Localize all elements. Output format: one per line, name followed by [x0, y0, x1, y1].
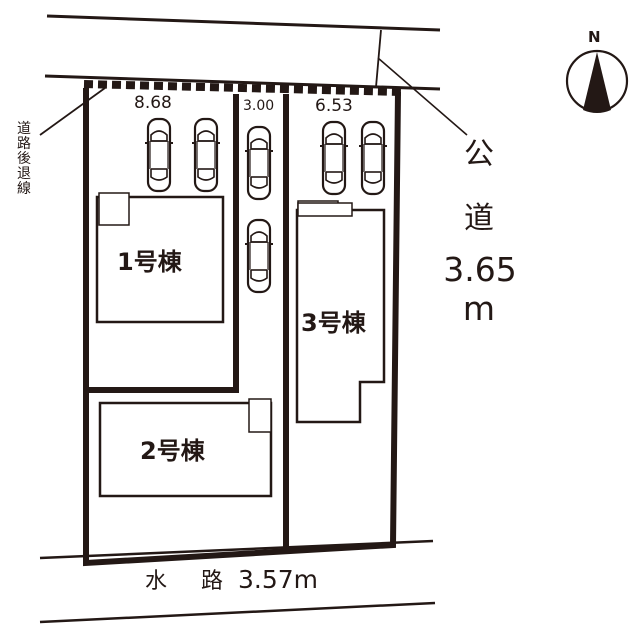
car-icon [143, 117, 175, 193]
public-road-unit: m [462, 289, 496, 328]
road-far-edge [46, 14, 441, 32]
waterway-far-edge [39, 601, 436, 624]
setback-label: 道路後退線 [17, 121, 31, 197]
car-icon [190, 117, 222, 193]
lot1-frontage: 8.68 [134, 93, 172, 113]
car-icon [318, 120, 350, 196]
public-road-leader [377, 57, 468, 136]
building2-outline [98, 401, 273, 498]
building2-label: 2号棟 [140, 437, 205, 465]
waterway-char1: 水 [145, 569, 168, 594]
site-boundary [83, 88, 401, 567]
road-near-edge [44, 74, 441, 91]
public-road-width: 3.65 [443, 250, 517, 289]
waterway-width: 3.57m [238, 565, 319, 594]
car-icon [357, 120, 389, 196]
building3-outline [295, 208, 386, 424]
setback-line [83, 80, 403, 96]
building1-label: 1号棟 [117, 248, 182, 276]
north-arrow-icon [565, 49, 629, 113]
north-label: N [588, 28, 601, 46]
car-icon [243, 218, 275, 294]
building3-label: 3号棟 [301, 309, 366, 337]
car-icon [243, 125, 275, 201]
waterway-char2: 路 [201, 569, 224, 594]
public-road-char2: 道 [464, 201, 494, 236]
lot3-frontage: 6.53 [315, 96, 353, 116]
lot-mid-frontage: 3.00 [243, 98, 275, 114]
waterway-near-edge [39, 539, 434, 560]
lot1-boundary [89, 94, 239, 393]
public-road-char1: 公 [464, 137, 494, 172]
